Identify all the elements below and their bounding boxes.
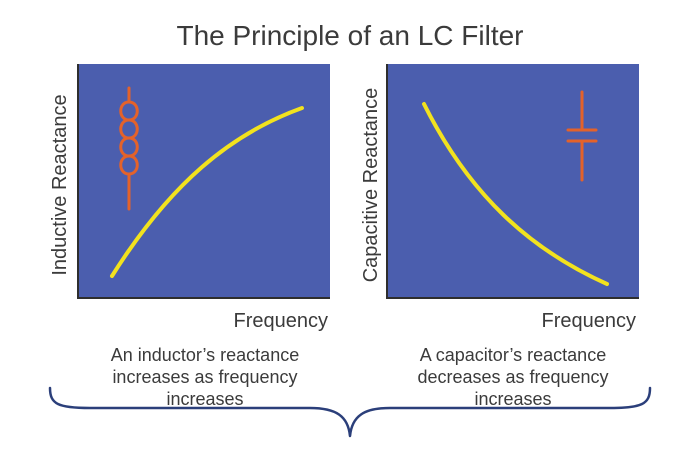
capacitive-reactance-curve (422, 102, 609, 286)
inductor-caption-line: An inductor’s reactance (110, 345, 300, 365)
capacitor-caption-line: A capacitor’s reactance (419, 345, 607, 365)
capacitor-icon (566, 90, 598, 182)
capacitor-caption-line: increases (474, 389, 552, 409)
capacitive-reactance-plot (386, 64, 639, 299)
inductor-icon (119, 86, 139, 211)
right-x-axis-label: Frequency (541, 310, 637, 332)
page-title: The Principle of an LC Filter (176, 20, 524, 51)
inductor-caption: An inductor’s reactance increases as fre… (70, 344, 340, 410)
inductive-reactance-curve (110, 106, 304, 278)
capacitor-caption: A capacitor’s reactance decreases as fre… (378, 344, 648, 410)
inductor-caption-line: increases (166, 389, 244, 409)
capacitor-caption-line: decreases as frequency (417, 367, 609, 387)
plot-area (77, 64, 330, 298)
inductive-reactance-plot (77, 64, 330, 299)
plot-area (386, 64, 639, 298)
inductor-caption-line: increases as frequency (112, 367, 298, 387)
left-y-axis-label: Inductive Reactance (49, 94, 71, 276)
curly-brace-icon (48, 386, 652, 438)
left-x-axis-label: Frequency (233, 310, 329, 332)
right-y-axis-label: Capacitive Reactance (360, 87, 382, 283)
